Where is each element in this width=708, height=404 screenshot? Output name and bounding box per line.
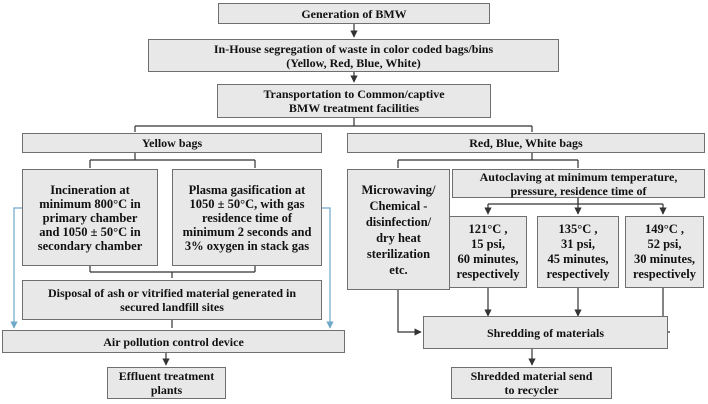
node-generation-of-bmw: Generation of BMW — [218, 3, 490, 24]
node-text-line: and 1050 ± 50°C in — [39, 224, 141, 239]
node-text-line: primary chamber — [42, 210, 138, 225]
branch-autoclaving — [488, 198, 663, 205]
node-text-line: Autoclaving at minimum temperature, — [479, 169, 678, 184]
node-microwaving: Microwaving/Chemical -disinfection/dry h… — [347, 169, 450, 290]
node-text-line: etc. — [389, 262, 408, 277]
node-text-line: Effluent treatment — [118, 369, 215, 383]
node-autoclaving: Autoclaving at minimum temperature,press… — [452, 169, 705, 198]
node-text-line: Chemical - — [369, 198, 428, 213]
node-shredding: Shredding of materials — [423, 316, 668, 349]
node-text-line: respectively — [633, 267, 696, 281]
node-text-line: (Yellow, Red, Blue, White) — [286, 55, 421, 70]
node-text-line: disinfection/ — [365, 214, 432, 229]
node-text-line: secured landfill sites — [120, 300, 224, 314]
node-text-line: Transportation to Common/captive — [263, 87, 445, 101]
node-text-line: Plasma gasification at — [188, 182, 306, 197]
branch-rbw-bags — [397, 153, 579, 168]
node-text-line: 52 psi, — [647, 237, 682, 251]
arrow-microwave-shredding — [397, 290, 422, 336]
node-text-line: secondary chamber — [37, 238, 143, 253]
node-text-line: 121°C , — [468, 222, 508, 236]
node-text-line: Disposal of ash or vitrified material ge… — [47, 286, 297, 300]
node-text-line: Yellow bags — [141, 136, 203, 150]
node-text-line: In-House segregation of waste in color c… — [213, 41, 494, 56]
node-text-line: Shredded material send — [470, 369, 593, 383]
node-text-line: to recycler — [504, 383, 559, 397]
node-autoclave-135c: 135°C ,31 psi,45 minutes,respectively — [537, 216, 619, 288]
node-text-line: respectively — [546, 267, 610, 281]
node-text-line: Microwaving/ — [361, 182, 436, 197]
node-autoclave-121c: 121°C ,15 psi,60 minutes,respectively — [449, 216, 527, 288]
node-text-line: minimum 800°C in — [39, 196, 141, 211]
node-text-line: plants — [150, 383, 183, 397]
node-text-line: 135°C , — [558, 222, 598, 236]
node-disposal-landfill: Disposal of ash or vitrified material ge… — [22, 280, 322, 320]
node-red-blue-white-bags: Red, Blue, White bags — [347, 133, 705, 153]
node-text-line: Red, Blue, White bags — [469, 136, 583, 150]
node-text-line: pressure, residence time of — [510, 183, 647, 198]
node-text-line: dry heat — [376, 230, 421, 245]
node-text-line: 30 minutes, — [633, 252, 696, 266]
node-text-line: 60 minutes, — [457, 252, 519, 266]
node-text-line: 45 minutes, — [547, 252, 609, 266]
node-text-line: respectively — [456, 267, 520, 281]
node-text-line: Air pollution control device — [103, 334, 244, 349]
node-text-line: 1050 ± 50°C, with gas — [189, 196, 305, 211]
branch-transportation — [134, 118, 533, 132]
node-yellow-bags: Yellow bags — [22, 133, 322, 153]
merge-to-disposal — [89, 266, 256, 278]
node-in-house-segregation: In-House segregation of waste in color c… — [148, 39, 559, 72]
node-text-line: Shredding of materials — [486, 325, 605, 340]
node-text-line: 15 psi, — [470, 237, 506, 251]
node-text-line: sterilization — [366, 246, 431, 261]
node-text-line: 3% oxygen in stack gas — [184, 238, 310, 253]
node-text-line: 31 psi, — [560, 237, 596, 251]
side-arrow-left — [10, 207, 22, 329]
node-text-line: Generation of BMW — [301, 6, 407, 21]
node-text-line: residence time of — [201, 210, 292, 225]
node-text-line: BMW treatment facilities — [288, 101, 420, 115]
branch-yellow-bags — [89, 153, 256, 168]
node-air-pollution-control: Air pollution control device — [2, 330, 345, 353]
node-text-line: Incineration at — [50, 182, 130, 197]
node-text-line: minimum 2 seconds and — [182, 224, 312, 239]
node-autoclave-149c: 149°C ,52 psi,30 minutes,respectively — [625, 216, 704, 288]
side-arrow-right — [322, 207, 334, 329]
node-text-line: 149°C , — [644, 222, 685, 236]
